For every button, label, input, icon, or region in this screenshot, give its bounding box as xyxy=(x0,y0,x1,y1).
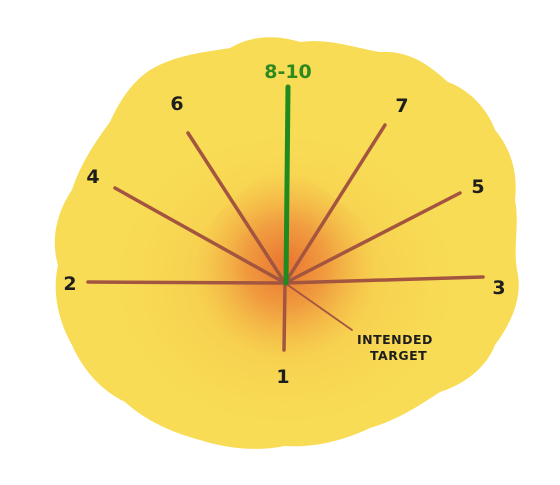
label-5: 5 xyxy=(471,176,484,198)
shot-line-7 xyxy=(283,123,387,285)
label-3: 3 xyxy=(492,277,505,299)
shot-line-8-10 xyxy=(283,84,291,286)
intended-target-label-line2: TARGET xyxy=(370,348,427,363)
shot-line-1 xyxy=(282,281,287,352)
shot-line-2 xyxy=(86,280,287,285)
shot-line-5 xyxy=(283,191,462,285)
label-2: 2 xyxy=(63,273,76,295)
shot-lines xyxy=(86,123,485,352)
shot-line-6 xyxy=(186,131,287,285)
label-4: 4 xyxy=(86,166,99,188)
label-8-10: 8-10 xyxy=(264,61,312,83)
label-6: 6 xyxy=(170,93,183,115)
label-1: 1 xyxy=(276,366,289,388)
label-7: 7 xyxy=(395,95,408,117)
intended-target-label-line1: INTENDED xyxy=(357,332,433,347)
shot-line-3 xyxy=(283,275,485,285)
target-pointer-line xyxy=(284,282,353,331)
shot-line-4 xyxy=(113,186,287,285)
